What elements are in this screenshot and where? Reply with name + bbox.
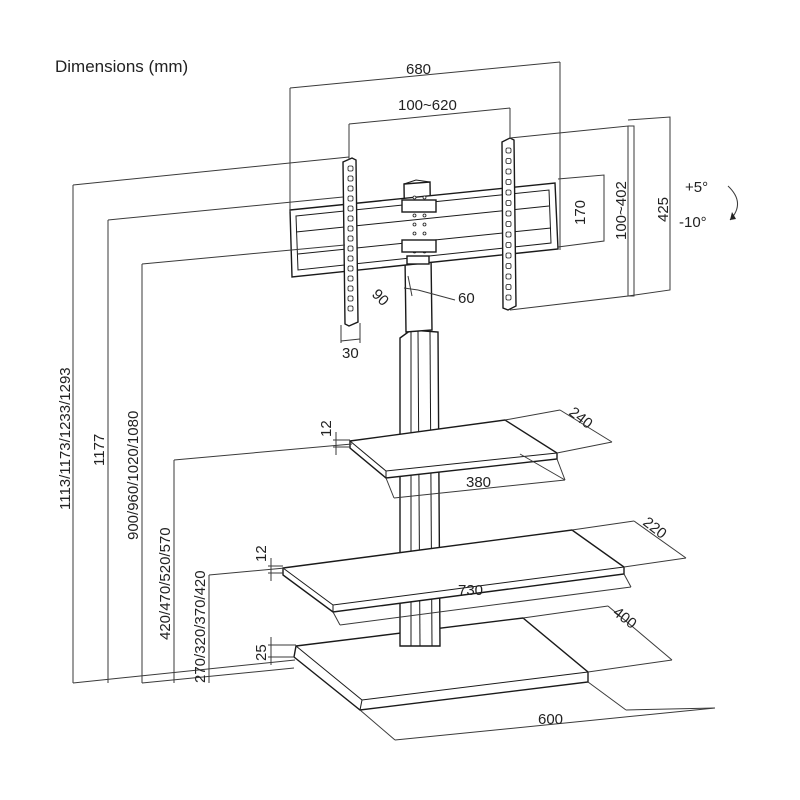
right-arm-hole [505, 252, 512, 259]
total-height-label: 1113/1173/1233/1293 [57, 367, 74, 510]
column-hole [412, 231, 417, 236]
bracket-mount-height-label: 900/960/1020/1080 [125, 411, 142, 540]
arm-depth-label: 30 [342, 345, 359, 362]
right-arm-hole [505, 158, 512, 164]
right-arm-hole [505, 263, 512, 269]
left-arm-hole [347, 175, 354, 182]
page-title: Dimensions (mm) [55, 57, 188, 76]
left-vertical-arm [342, 157, 359, 327]
left-arm-hole [347, 195, 354, 202]
base-plate [293, 617, 589, 711]
tilt-up-label: +5° [685, 179, 708, 196]
left-arm-hole [347, 235, 354, 242]
vesa-height-label: 100~402 [613, 181, 630, 240]
tilt-arrow-icon [727, 185, 738, 221]
left-arm-hole [347, 305, 354, 312]
lower-shelf-depth-label: 220 [640, 514, 670, 543]
right-arm-hole [505, 210, 512, 217]
right-arm-hole [505, 147, 512, 154]
left-arm-hole [347, 275, 354, 282]
right-arm-hole [505, 168, 512, 175]
right-arm-hole [505, 231, 512, 238]
left-arm-hole [347, 185, 354, 192]
left-arm-hole [347, 225, 354, 232]
bracket-height-label: 170 [572, 200, 589, 225]
right-arm-hole [505, 294, 512, 301]
column-hole [422, 213, 427, 218]
upper-shelf-height-label: 420/470/520/570 [157, 527, 174, 640]
right-arm-hole [505, 284, 512, 290]
mount-width-label: 680 [406, 61, 431, 78]
upper-shelf-thickness-label: 12 [318, 420, 335, 437]
left-arm-hole [347, 245, 354, 252]
right-arm-hole [505, 200, 512, 206]
lower-shelf-thickness-label: 12 [253, 545, 270, 562]
base-depth-label: 400 [610, 604, 640, 633]
lower-shelf [282, 529, 625, 613]
lower-shelf-width-label: 730 [458, 582, 483, 599]
upper-shelf-width-label: 380 [466, 474, 491, 491]
left-arm-hole [347, 285, 354, 292]
left-arm-hole [347, 295, 354, 302]
tilt-down-label: -10° [679, 214, 707, 231]
angle-90-label: 90 [368, 286, 392, 310]
left-arm-hole [347, 265, 354, 272]
lower-shelf-height-label: 270/320/370/420 [192, 570, 209, 683]
upper-shelf-depth-label: 240 [566, 404, 596, 433]
center-bracket-clamps [401, 199, 437, 265]
left-arm-hole [347, 165, 354, 172]
column-hole [422, 222, 427, 227]
column-hole [422, 231, 427, 236]
right-arm-hole [505, 189, 512, 196]
angle-60-label: 60 [458, 290, 475, 307]
right-arm-hole [505, 221, 512, 227]
right-arm-hole [505, 273, 512, 280]
right-arm-hole [505, 242, 512, 248]
left-arm-hole [347, 215, 354, 222]
upper-shelf [349, 419, 558, 479]
column-hole [412, 222, 417, 227]
base-thickness-label: 25 [253, 644, 270, 661]
vesa-width-label: 100~620 [398, 97, 457, 114]
plate-height-label: 425 [655, 197, 672, 222]
left-arm-hole [347, 205, 354, 212]
base-width-label: 600 [538, 711, 563, 728]
column-height-label: 1177 [91, 434, 108, 466]
right-arm-hole [505, 179, 512, 185]
column-hole [422, 195, 427, 200]
column-hole [412, 213, 417, 218]
column-hole [412, 195, 417, 200]
dimension-lines [72, 61, 716, 741]
left-arm-hole [347, 255, 354, 262]
